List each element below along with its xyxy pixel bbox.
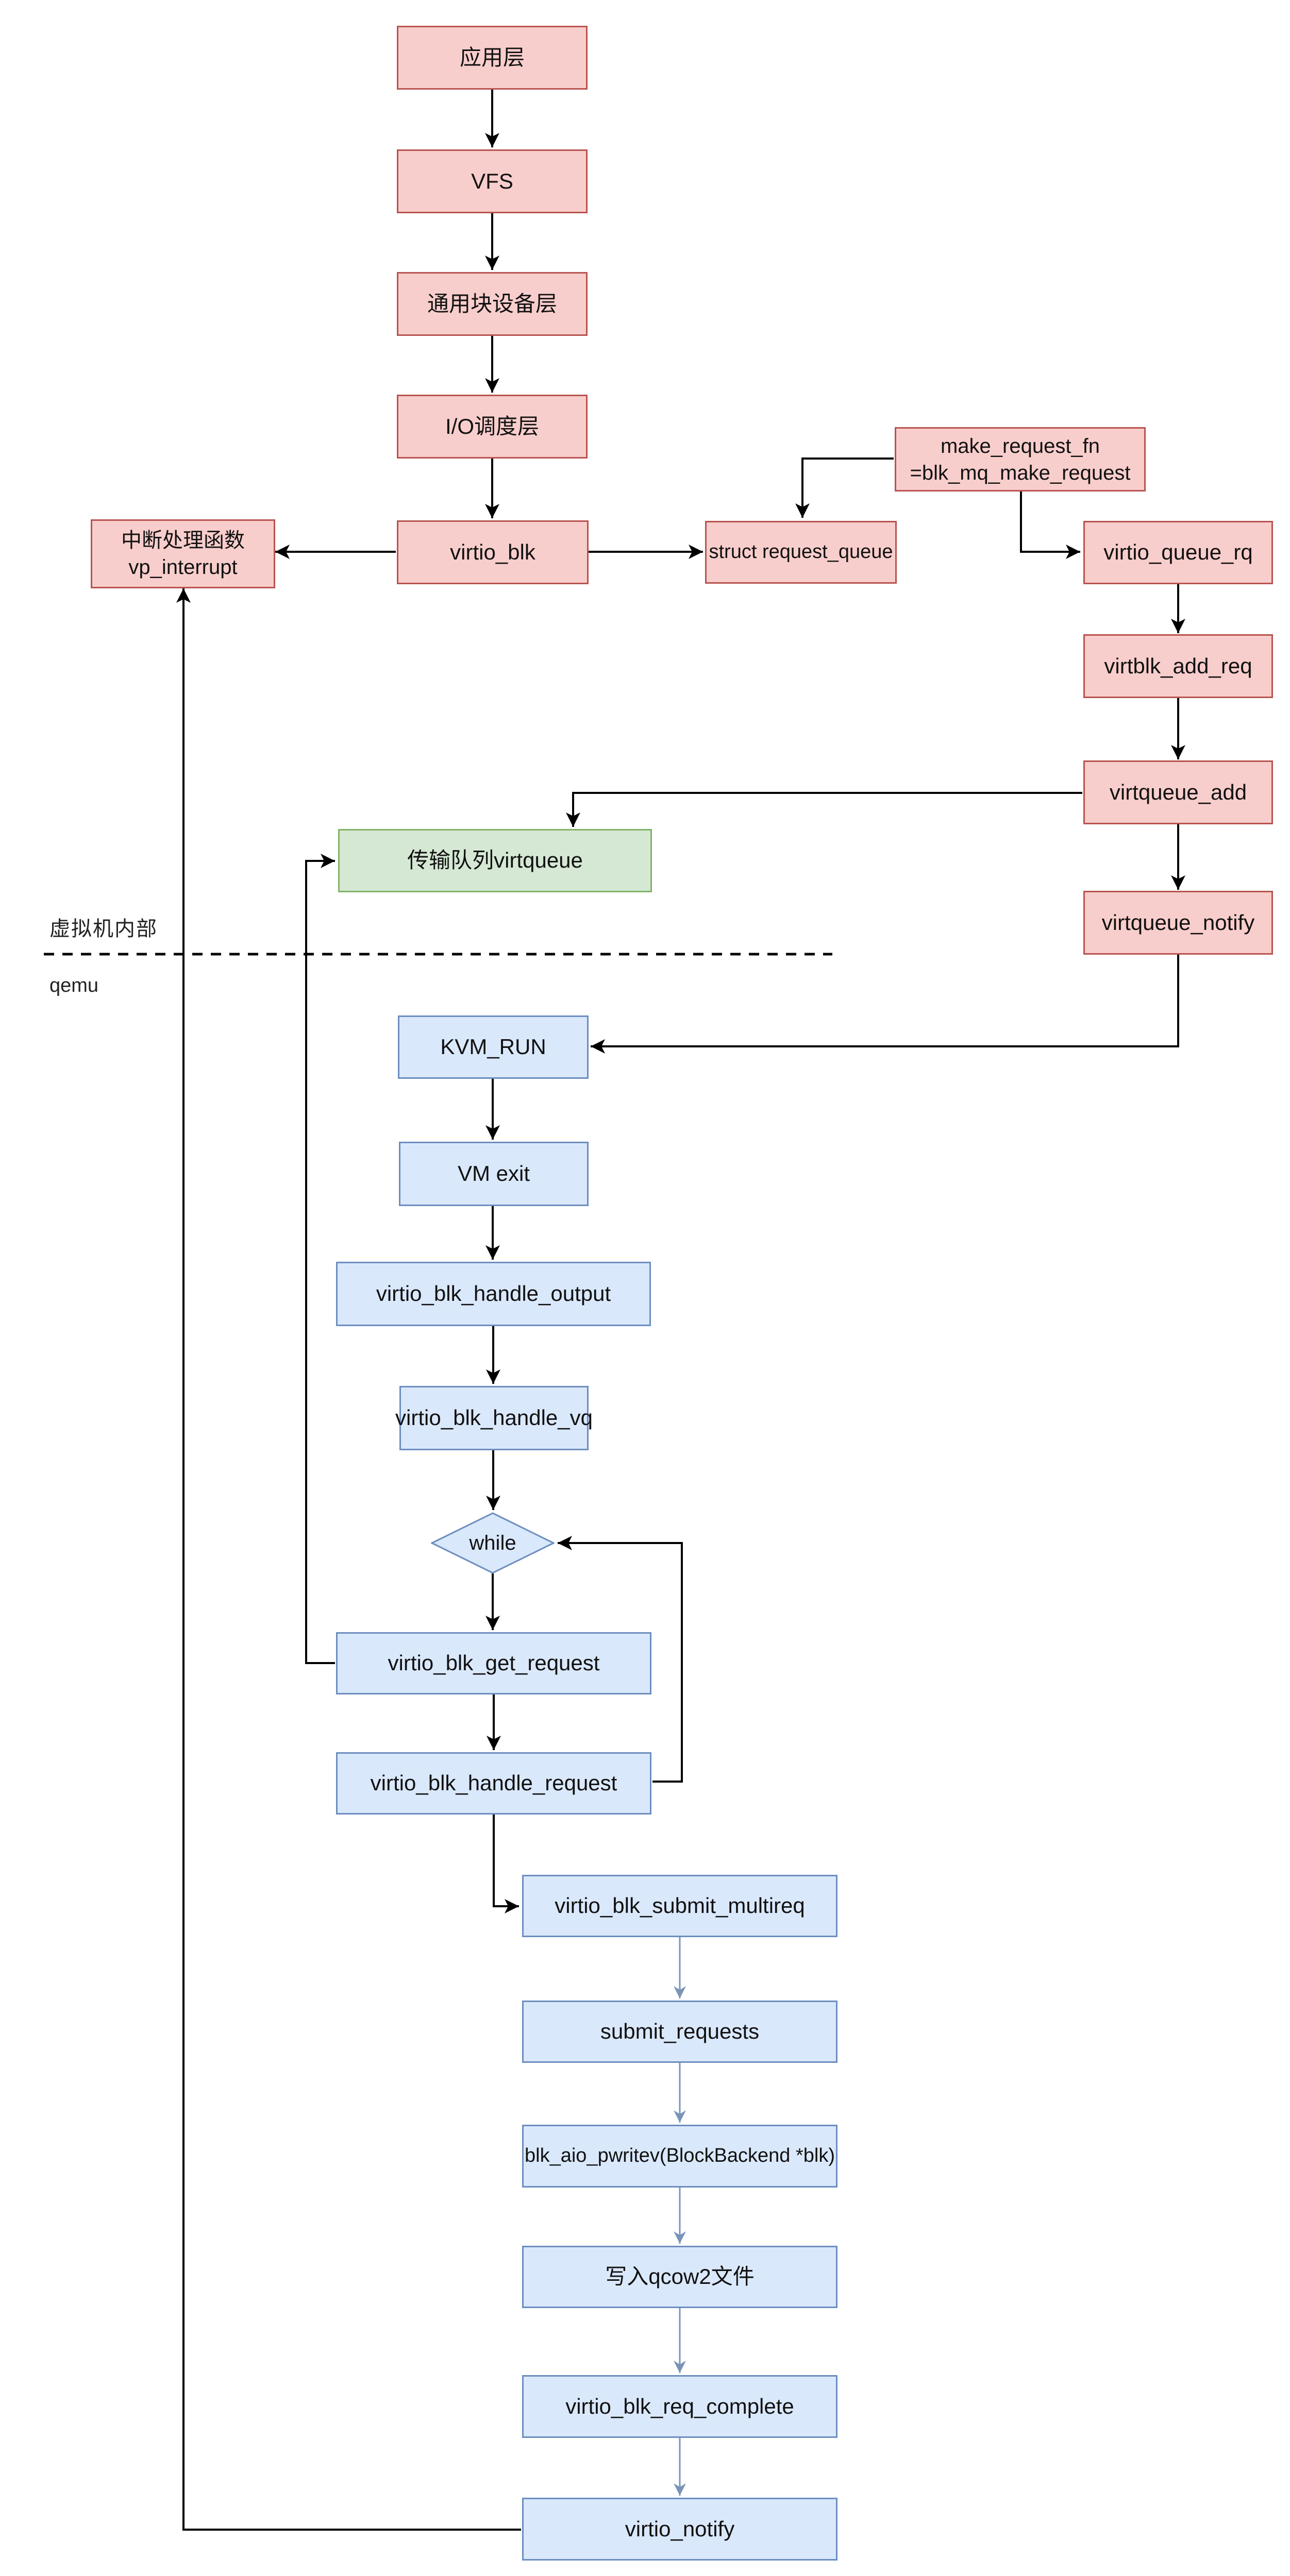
node-make-request-fn: make_request_fn =blk_mq_make_request <box>895 427 1146 492</box>
node-virtio-blk: virtio_blk <box>397 520 589 584</box>
node-vp-interrupt-label: 中断处理函数 vp_interrupt <box>121 529 245 579</box>
guest-region-label: 虚拟机内部 <box>49 918 158 940</box>
node-virtio-notify-label: virtio_notify <box>625 2516 735 2541</box>
arrow-virtqueue-notify-to-kvm-run <box>591 955 1179 1054</box>
node-blk-aio-pwritev: blk_aio_pwritev(BlockBackend *blk) <box>522 2125 837 2188</box>
node-handle-vq-label: virtio_blk_handle_vq <box>395 1405 593 1430</box>
node-app-layer-label: 应用层 <box>459 45 525 70</box>
node-handle-vq: virtio_blk_handle_vq <box>395 1386 593 1450</box>
node-virtqueue-label: 传输队列virtqueue <box>407 848 583 873</box>
node-vp-interrupt: 中断处理函数 vp_interrupt <box>91 519 275 588</box>
node-handle-output: virtio_blk_handle_output <box>336 1262 651 1326</box>
arrow-virtqueue-add-to-virtqueue <box>566 792 1082 827</box>
node-vm-exit: VM exit <box>399 1142 589 1206</box>
node-handle-output-label: virtio_blk_handle_output <box>376 1281 611 1306</box>
node-handle-request-label: virtio_blk_handle_request <box>370 1771 617 1795</box>
node-virtblk-add-req-label: virtblk_add_req <box>1104 653 1252 678</box>
node-blk-aio-pwritev-label: blk_aio_pwritev(BlockBackend *blk) <box>525 2145 835 2167</box>
node-kvm-run-label: KVM_RUN <box>440 1035 546 1059</box>
node-req-complete: virtio_blk_req_complete <box>522 2375 837 2438</box>
arrow-handle-request-loop-to-while <box>558 1536 683 1783</box>
node-struct-request-queue: struct request_queue <box>705 521 897 584</box>
node-vfs-label: VFS <box>471 168 513 193</box>
node-while: while <box>431 1512 555 1574</box>
arrow-handle-request-to-submit-multireq <box>493 1815 519 1913</box>
node-write-qcow2-label: 写入qcow2文件 <box>605 2264 755 2289</box>
node-io-sched-layer-label: I/O调度层 <box>445 414 539 438</box>
node-generic-block-layer-label: 通用块设备层 <box>427 291 557 316</box>
node-virtqueue-add: virtqueue_add <box>1083 760 1273 824</box>
node-write-qcow2: 写入qcow2文件 <box>522 2246 837 2308</box>
arrow-make-request-fn-to-virtio-queue-rq <box>1020 492 1080 559</box>
node-virtblk-add-req: virtblk_add_req <box>1083 634 1273 698</box>
node-req-complete-label: virtio_blk_req_complete <box>565 2394 794 2418</box>
node-vfs: VFS <box>397 149 588 213</box>
while-diamond-shape <box>431 1512 555 1574</box>
node-make-request-fn-label: make_request_fn =blk_mq_make_request <box>910 434 1131 484</box>
node-submit-multireq-label: virtio_blk_submit_multireq <box>555 1893 805 1918</box>
node-handle-request: virtio_blk_handle_request <box>336 1752 651 1815</box>
arrow-make-request-fn-to-request-queue <box>795 457 894 518</box>
node-submit-requests: submit_requests <box>522 2001 837 2063</box>
node-app-layer: 应用层 <box>397 26 588 90</box>
node-submit-multireq: virtio_blk_submit_multireq <box>522 1875 837 1937</box>
node-while-label: while <box>469 1531 516 1554</box>
arrow-get-request-to-virtqueue <box>305 854 335 1664</box>
arrow-virtio-notify-to-vp-interrupt <box>176 588 521 2531</box>
node-virtqueue-notify-label: virtqueue_notify <box>1101 910 1255 935</box>
node-virtio-blk-label: virtio_blk <box>450 539 535 564</box>
node-struct-request-queue-label: struct request_queue <box>709 541 893 563</box>
qemu-region-label: qemu <box>49 975 99 996</box>
node-virtio-notify: virtio_notify <box>522 2498 837 2561</box>
node-get-request: virtio_blk_get_request <box>336 1632 651 1694</box>
node-virtqueue-notify: virtqueue_notify <box>1083 891 1273 955</box>
node-get-request-label: virtio_blk_get_request <box>388 1651 600 1675</box>
node-virtio-queue-rq-label: virtio_queue_rq <box>1103 540 1253 565</box>
node-io-sched-layer: I/O调度层 <box>397 395 588 459</box>
node-vm-exit-label: VM exit <box>457 1161 530 1186</box>
node-virtqueue: 传输队列virtqueue <box>338 829 652 892</box>
node-kvm-run: KVM_RUN <box>398 1015 589 1079</box>
node-generic-block-layer: 通用块设备层 <box>397 272 588 336</box>
node-virtio-queue-rq: virtio_queue_rq <box>1083 521 1273 584</box>
node-virtqueue-add-label: virtqueue_add <box>1109 779 1247 804</box>
node-submit-requests-label: submit_requests <box>600 2019 760 2044</box>
